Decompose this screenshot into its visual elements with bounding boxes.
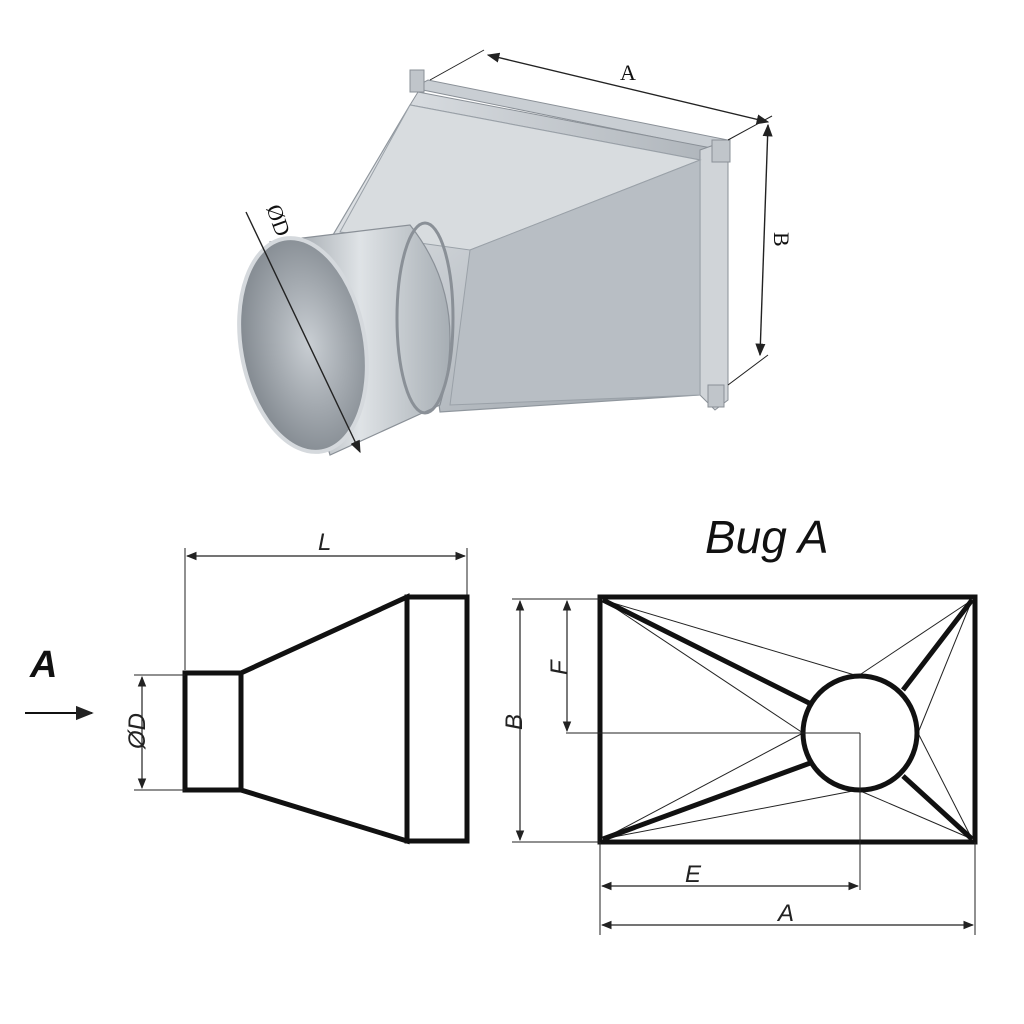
side-flange-rect — [404, 594, 470, 844]
front-view-title: Bug A — [705, 511, 829, 563]
dim-e-label: E — [685, 861, 702, 888]
iso-dim-a-ext-right — [727, 115, 773, 141]
iso-dim-d-line — [245, 211, 361, 454]
side-view-drawing: L ØD A — [25, 529, 470, 845]
front-thick-ribs — [601, 597, 974, 842]
iso-dim-a-ext-left — [429, 49, 485, 81]
collar-bead — [395, 221, 455, 415]
side-flange — [699, 139, 729, 411]
iso-dim-d-label: ØD — [261, 201, 295, 239]
dim-a-label: A — [776, 900, 794, 927]
front-view-drawing: Bug A B F — [501, 511, 978, 935]
isometric-duct-illustration: A B ØD — [237, 49, 794, 456]
view-marker-label: A — [29, 644, 57, 686]
iso-dim-b-label: B — [769, 232, 794, 247]
iso-dim-b-line — [755, 123, 773, 357]
flange-tab-bottom-right — [707, 384, 725, 408]
pyramid-right-facet — [449, 159, 701, 406]
dim-b-label: B — [501, 714, 528, 730]
iso-dim-a-label: A — [620, 60, 636, 85]
iso-dim-b-ext — [727, 354, 769, 386]
dim-f-label: F — [546, 659, 573, 675]
dim-d-label: ØD — [124, 713, 151, 750]
collar-opening-rim — [237, 236, 369, 454]
front-thin-lines — [602, 599, 973, 840]
side-collar — [182, 670, 244, 793]
front-outer-rect — [597, 594, 978, 845]
flange-tab-top-left — [409, 69, 425, 93]
side-taper — [238, 593, 410, 845]
flange-tab-top-right — [711, 139, 731, 163]
dim-l-label: L — [318, 529, 331, 556]
iso-dim-a-line — [486, 52, 770, 125]
